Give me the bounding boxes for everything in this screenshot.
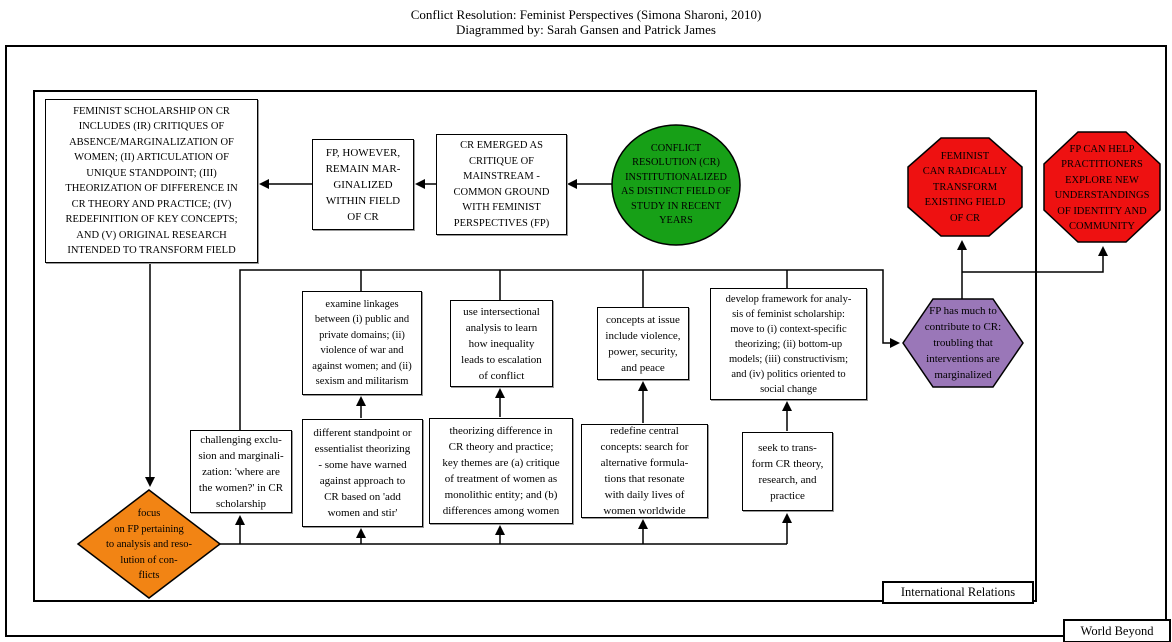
node-fp-contribute: FP has much to contribute to CR: troubli… xyxy=(924,305,1002,381)
node-fp-marginalized: FP, HOWEVER, REMAIN MAR- GINALIZED WITHI… xyxy=(312,139,414,230)
node-intersectional-analysis: use intersectional analysis to learn how… xyxy=(450,300,553,387)
octagon-shape-fp-practitioners xyxy=(1043,131,1161,243)
connector-lines xyxy=(145,179,1108,545)
node-challenging-exclusion: challenging exclu- sion and marginali- z… xyxy=(190,430,292,513)
octagon-shape-feminist-transform xyxy=(907,137,1023,237)
node-seek-transform: seek to trans- form CR theory, research,… xyxy=(742,432,833,511)
node-cr-emerged: CR EMERGED AS CRITIQUE OF MAINSTREAM - C… xyxy=(436,134,567,235)
node-feminist-scholarship: FEMINIST SCHOLARSHIP ON CR INCLUDES (IR)… xyxy=(45,99,258,263)
node-focus-fp: focus on FP pertaining to analysis and r… xyxy=(105,508,193,582)
node-different-standpoint: different standpoint or essentialist the… xyxy=(302,419,423,527)
node-examine-linkages: examine linkages between (i) public and … xyxy=(302,291,422,395)
international-relations-label: International Relations xyxy=(882,581,1034,604)
node-fp-practitioners: FP CAN HELP PRACTITIONERS EXPLORE NEW UN… xyxy=(1054,143,1150,233)
diagram-title-line2: Diagrammed by: Sarah Gansen and Patrick … xyxy=(456,22,716,37)
node-theorizing-difference: theorizing difference in CR theory and p… xyxy=(429,418,573,524)
node-cr-institutionalized: CONFLICT RESOLUTION (CR) INSTITUTIONALIZ… xyxy=(621,142,731,227)
diamond-shape-focus-fp xyxy=(76,489,222,599)
ellipse-shape xyxy=(611,124,741,246)
diagram-title: Conflict Resolution: Feminist Perspectiv… xyxy=(0,7,1172,37)
diagram-title-line1: Conflict Resolution: Feminist Perspectiv… xyxy=(410,7,762,22)
node-feminist-transform: FEMINIST CAN RADICALLY TRANSFORM EXISTIN… xyxy=(922,150,1008,224)
node-concepts-at-issue: concepts at issue include violence, powe… xyxy=(597,307,689,380)
node-redefine-concepts: redefine central concepts: search for al… xyxy=(581,424,708,518)
world-beyond-label: World Beyond xyxy=(1063,619,1171,642)
world-beyond-frame xyxy=(5,45,1167,637)
international-relations-frame xyxy=(33,90,1037,602)
node-develop-framework: develop framework for analy- sis of femi… xyxy=(710,288,867,400)
hexagon-shape-fp-contribute xyxy=(902,298,1024,388)
